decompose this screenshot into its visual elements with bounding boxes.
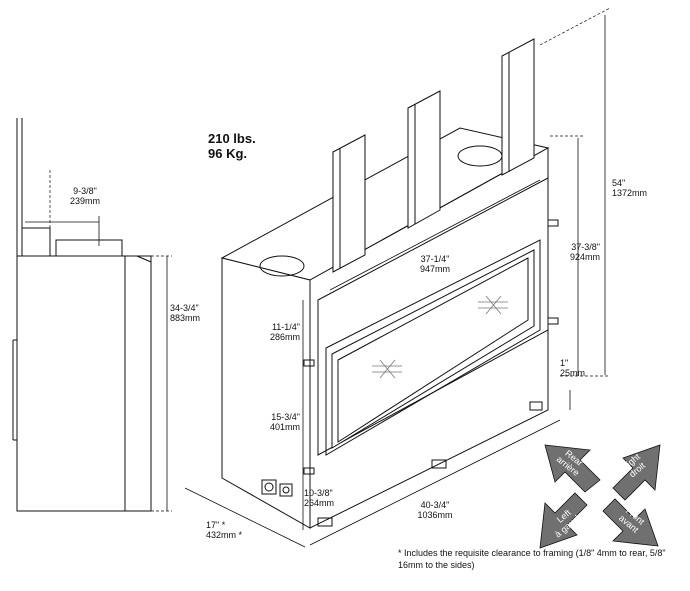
right-arrow: [612, 444, 661, 501]
dim-total-width: 40-3/4" 1036mm: [417, 500, 453, 520]
rear-arrow: [544, 444, 601, 493]
dim-depth: 17" * 432mm *: [206, 520, 243, 540]
dim-top-of-glass: 11-1/4" 286mm: [269, 322, 300, 342]
side-view: [12, 118, 152, 512]
dim-side-height: 34-3/4" 883mm: [170, 303, 201, 323]
fireplace-body: [220, 38, 559, 529]
dim-glass-width: 37-1/4" 947mm: [419, 254, 450, 274]
left-arrow: [539, 492, 588, 549]
dim-bottom-to-glass: 10-3/8" 264mm: [304, 488, 335, 508]
direction-compass: [539, 444, 661, 549]
dim-right-height: 37-3/8" 924mm: [569, 242, 600, 262]
footnote: * Includes the requisite clearance to fr…: [398, 548, 666, 570]
front-arrow: [602, 498, 659, 547]
dim-right-gap: 1" 25mm: [560, 358, 586, 378]
dim-side-depth: 9-3/8" 239mm: [69, 186, 100, 206]
weight-kg: 96 Kg.: [208, 146, 248, 161]
dim-total-height: 54" 1372mm: [612, 178, 648, 198]
dim-glass-height: 15-3/4" 401mm: [269, 412, 300, 432]
weight-lbs: 210 lbs.: [208, 131, 256, 146]
weight-label: 210 lbs. 96 Kg.: [208, 131, 256, 161]
